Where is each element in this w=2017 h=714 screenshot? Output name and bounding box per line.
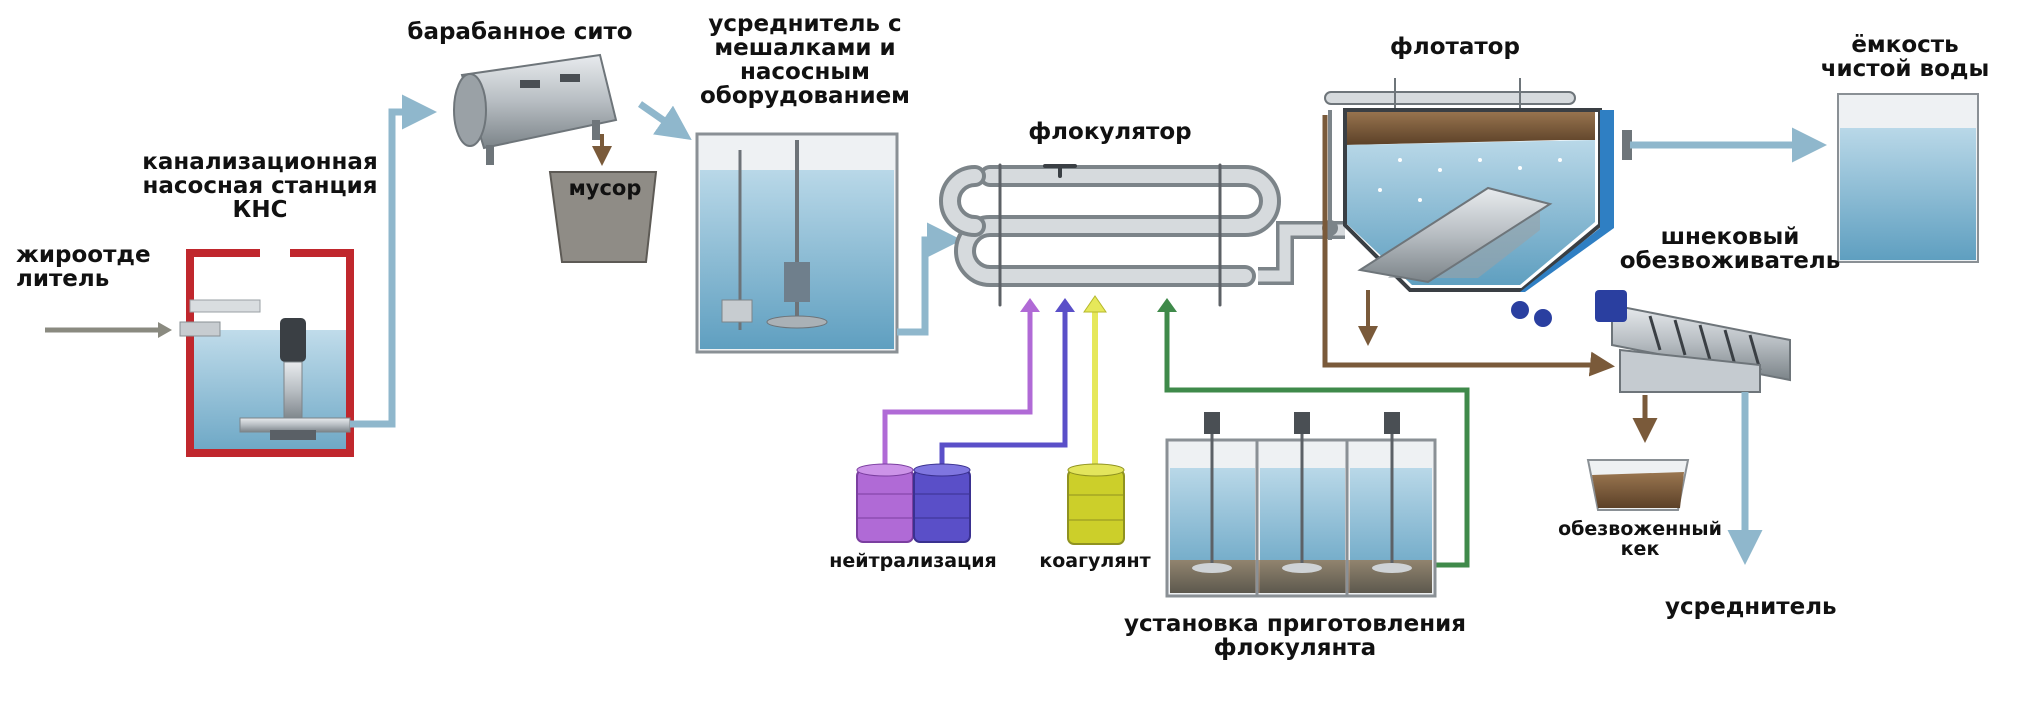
label-drum-screen: барабанное сито <box>407 19 633 45</box>
label-pump-station: канализационная насосная станция КНС <box>142 149 378 224</box>
label-dewatered-cake: обезвоженный кек <box>1558 518 1722 560</box>
equalizer-tank <box>695 132 899 354</box>
flocculator <box>939 163 1281 307</box>
label-flotator: флотатор <box>1390 34 1520 60</box>
flotator-sludge-lines <box>1322 115 1615 377</box>
coagulant-line <box>1083 295 1107 470</box>
neutralization-lines <box>882 298 1075 478</box>
equalizer-to-flocculator-pipe <box>897 222 962 336</box>
label-flocculator: флокулятор <box>1028 119 1192 145</box>
cake-bin <box>1586 459 1690 511</box>
flotator <box>1322 78 1632 327</box>
label-neutralization: нейтрализация <box>829 550 997 572</box>
kns-to-screen-pipe <box>350 94 437 428</box>
screen-to-equalizer-pipe <box>638 101 692 140</box>
flocculator-to-flotator-pipe <box>1258 221 1345 285</box>
label-flocculant-unit: установка приготовления флокулянта <box>1123 611 1467 662</box>
label-to-equalizer: усреднитель <box>1665 594 1837 620</box>
label-clean-water-tank: ёмкость чистой воды <box>1820 32 1990 83</box>
clean-water-tank <box>1837 93 1979 263</box>
coagulant-drum <box>1067 463 1125 545</box>
label-grease-trap: жироотде литель <box>16 242 151 293</box>
grease-trap-inlet <box>45 322 172 338</box>
flocculant-unit <box>1165 412 1437 598</box>
drum-screen <box>453 53 618 166</box>
label-equalizer-tank: усреднитель с мешалками и насосным обору… <box>700 11 910 110</box>
screw-dewaterer <box>1595 290 1791 565</box>
label-waste: мусор <box>568 176 642 200</box>
pump-station <box>179 249 354 457</box>
flocculant-line <box>1157 298 1470 568</box>
label-coagulant: коагулянт <box>1039 550 1151 572</box>
waste-bin <box>548 171 658 263</box>
label-screw-dewaterer: шнековый обезвоживатель <box>1619 224 1841 275</box>
neutralization-drums <box>856 463 971 543</box>
